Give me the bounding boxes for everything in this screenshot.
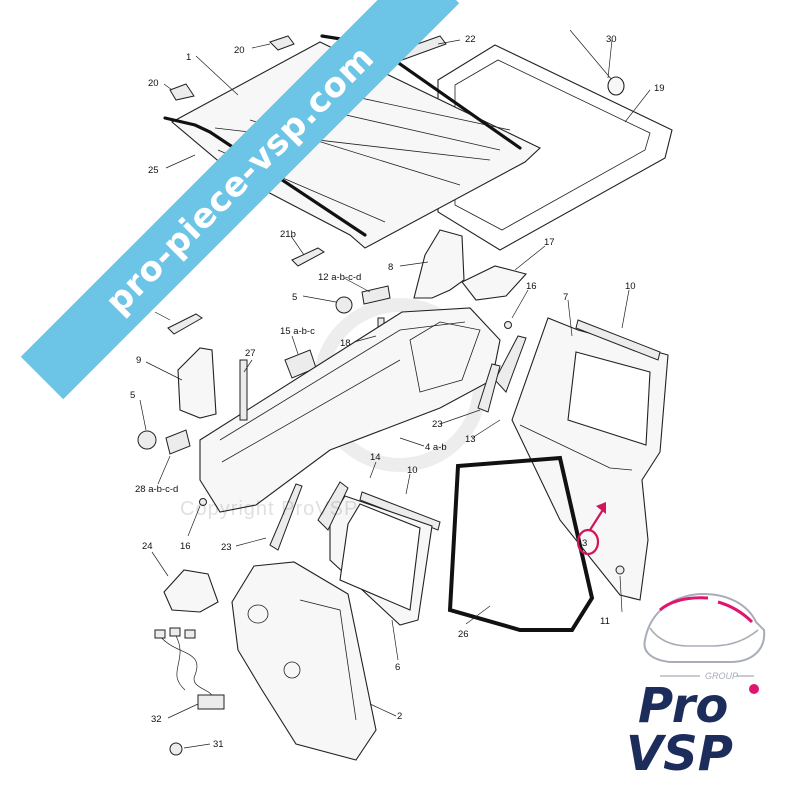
part-25-seal-lower: [163, 116, 367, 237]
callout-22: 22: [465, 34, 476, 45]
callout-23-lower: 23: [221, 542, 232, 553]
logo-group-text: GROUP: [705, 671, 738, 681]
part-8-pillar: [413, 229, 465, 299]
callout-12abcd: 12 a-b-c-d: [318, 272, 361, 283]
part-19-rear-glass: [437, 44, 673, 251]
callout-7: 7: [563, 292, 568, 303]
part-28-panel: [165, 429, 191, 455]
callout-21b: 21b: [280, 229, 296, 240]
part-5-plug-lower: [137, 430, 157, 450]
callout-1: 1: [186, 52, 191, 63]
part-26-door-seal: [447, 455, 595, 632]
part-16-screw-lower: [199, 498, 207, 506]
part-4-rear-body-shell: [199, 307, 501, 513]
logo-vsp-text: VSP: [626, 726, 733, 782]
part-30-antenna: [569, 29, 625, 96]
part-10-strip-left: [359, 491, 441, 531]
callout-9: 9: [136, 355, 141, 366]
callout-11: 11: [600, 616, 610, 627]
callout-32: 32: [151, 714, 162, 725]
part-10-strip-right: [575, 319, 661, 361]
part-7-quarter-panel: [511, 317, 669, 601]
callout-5-upper: 5: [292, 292, 297, 303]
part-12-panel: [361, 285, 391, 305]
callout-17: 17: [544, 237, 555, 248]
part-31-nut: [169, 742, 183, 756]
part-11-plug: [615, 565, 625, 575]
callout-20-top: 20: [234, 45, 245, 56]
logo-pro-text: Pro: [638, 678, 728, 734]
highlight-arrowhead: [596, 502, 606, 514]
part-13-trim: [494, 335, 527, 393]
callout-25-left: 25: [148, 165, 159, 176]
callout-31: 31: [213, 739, 224, 750]
highlight-circle: [576, 528, 600, 556]
callout-13: 13: [465, 434, 476, 445]
part-20-clip-left: [169, 83, 195, 101]
part-9-pillar: [177, 347, 217, 419]
callout-28abcd: 28 a-b-c-d: [135, 484, 178, 495]
copyright-watermark: Copyright ProVSP: [180, 498, 359, 520]
logo-pink-dot: [749, 684, 759, 694]
callout-10-left: 10: [407, 465, 418, 476]
callout-26: 26: [458, 629, 469, 640]
part-27-strip: [239, 359, 248, 421]
callout-14: 14: [370, 452, 381, 463]
part-20-clip-top: [269, 35, 295, 51]
part-2-quarter-panel: [231, 561, 377, 761]
callout-27: 27: [245, 348, 256, 359]
callout-23-upper: 23: [432, 419, 443, 430]
part-14-pillar: [317, 481, 349, 531]
callout-16-lower: 16: [180, 541, 191, 552]
part-6-left-window-panel: [329, 495, 433, 626]
part-16-screw-upper: [504, 321, 512, 329]
callout-20-left: 20: [148, 78, 159, 89]
provsp-logo: GROUP Pro VSP: [626, 592, 766, 782]
callout-16-upper: 16: [526, 281, 537, 292]
callout-15abc: 15 a-b-c: [280, 326, 315, 337]
callout-3: 3: [582, 538, 587, 549]
callout-6: 6: [395, 662, 400, 673]
callout-4ab: 4 a-b: [425, 442, 447, 453]
part-23-trim-upper: [477, 363, 501, 413]
callout-2: 2: [397, 711, 402, 722]
part-21a-bracket: [167, 313, 203, 335]
callout-5-lower: 5: [130, 390, 135, 401]
callout-18: 18: [340, 338, 351, 349]
part-23-trim-lower: [269, 483, 303, 551]
part-5-plug-upper: [335, 296, 353, 314]
part-21b-bracket: [291, 247, 325, 267]
part-17-bracket: [461, 265, 528, 301]
callout-24: 24: [142, 541, 153, 552]
callout-30: 30: [606, 34, 617, 45]
part-24-bracket: [163, 569, 219, 613]
logo-car-icon: [643, 592, 766, 663]
callout-10-right: 10: [625, 281, 636, 292]
callout-19: 19: [654, 83, 665, 94]
callout-8: 8: [388, 262, 393, 273]
highlight-arrow: [589, 507, 605, 531]
part-32-wiring-harness: [154, 627, 225, 710]
